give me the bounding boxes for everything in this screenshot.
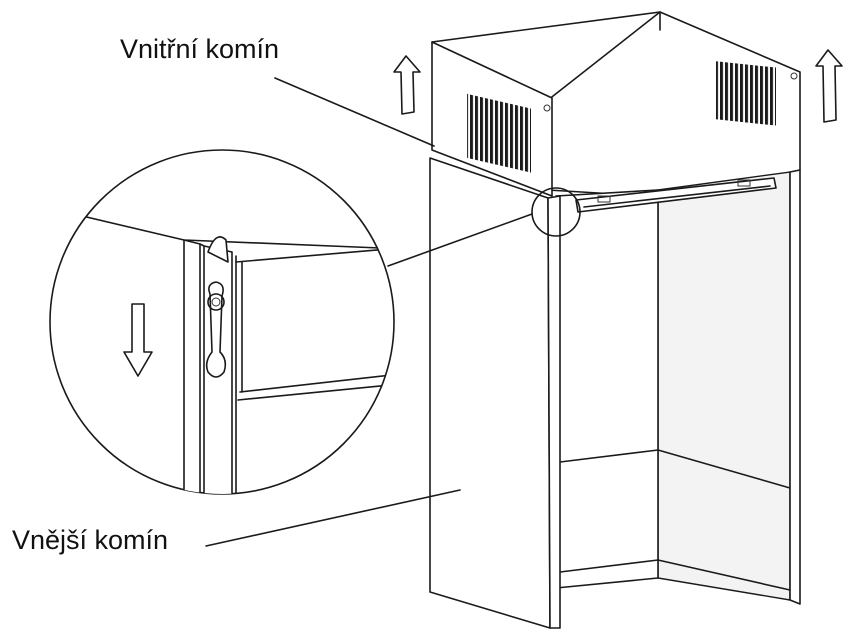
inner-chimney-label: Vnitřní komín	[120, 34, 280, 64]
leader-line-outer	[205, 489, 461, 547]
outer-chimney	[429, 157, 801, 629]
detail-zoom-circle	[531, 187, 581, 237]
leader-line-zoom	[387, 213, 533, 267]
inner-chimney-vent-left	[467, 93, 531, 173]
outer-chimney-right-flange	[789, 169, 801, 605]
outer-chimney-label: Vnější komín	[12, 525, 169, 555]
outer-chimney-inner-wall	[555, 189, 659, 589]
detail-zoom-view	[49, 149, 395, 495]
rail-bracket	[575, 177, 777, 213]
keyhole-slot	[205, 281, 227, 378]
arrow-down-icon	[123, 303, 153, 377]
inner-chimney-vent-right	[716, 61, 776, 126]
inner-chimney	[431, 11, 801, 199]
outer-chimney-front-flange	[547, 195, 561, 629]
outer-chimney-back-face	[657, 171, 791, 601]
arrow-up-icon	[393, 49, 843, 123]
leader-line-inner	[274, 77, 435, 147]
